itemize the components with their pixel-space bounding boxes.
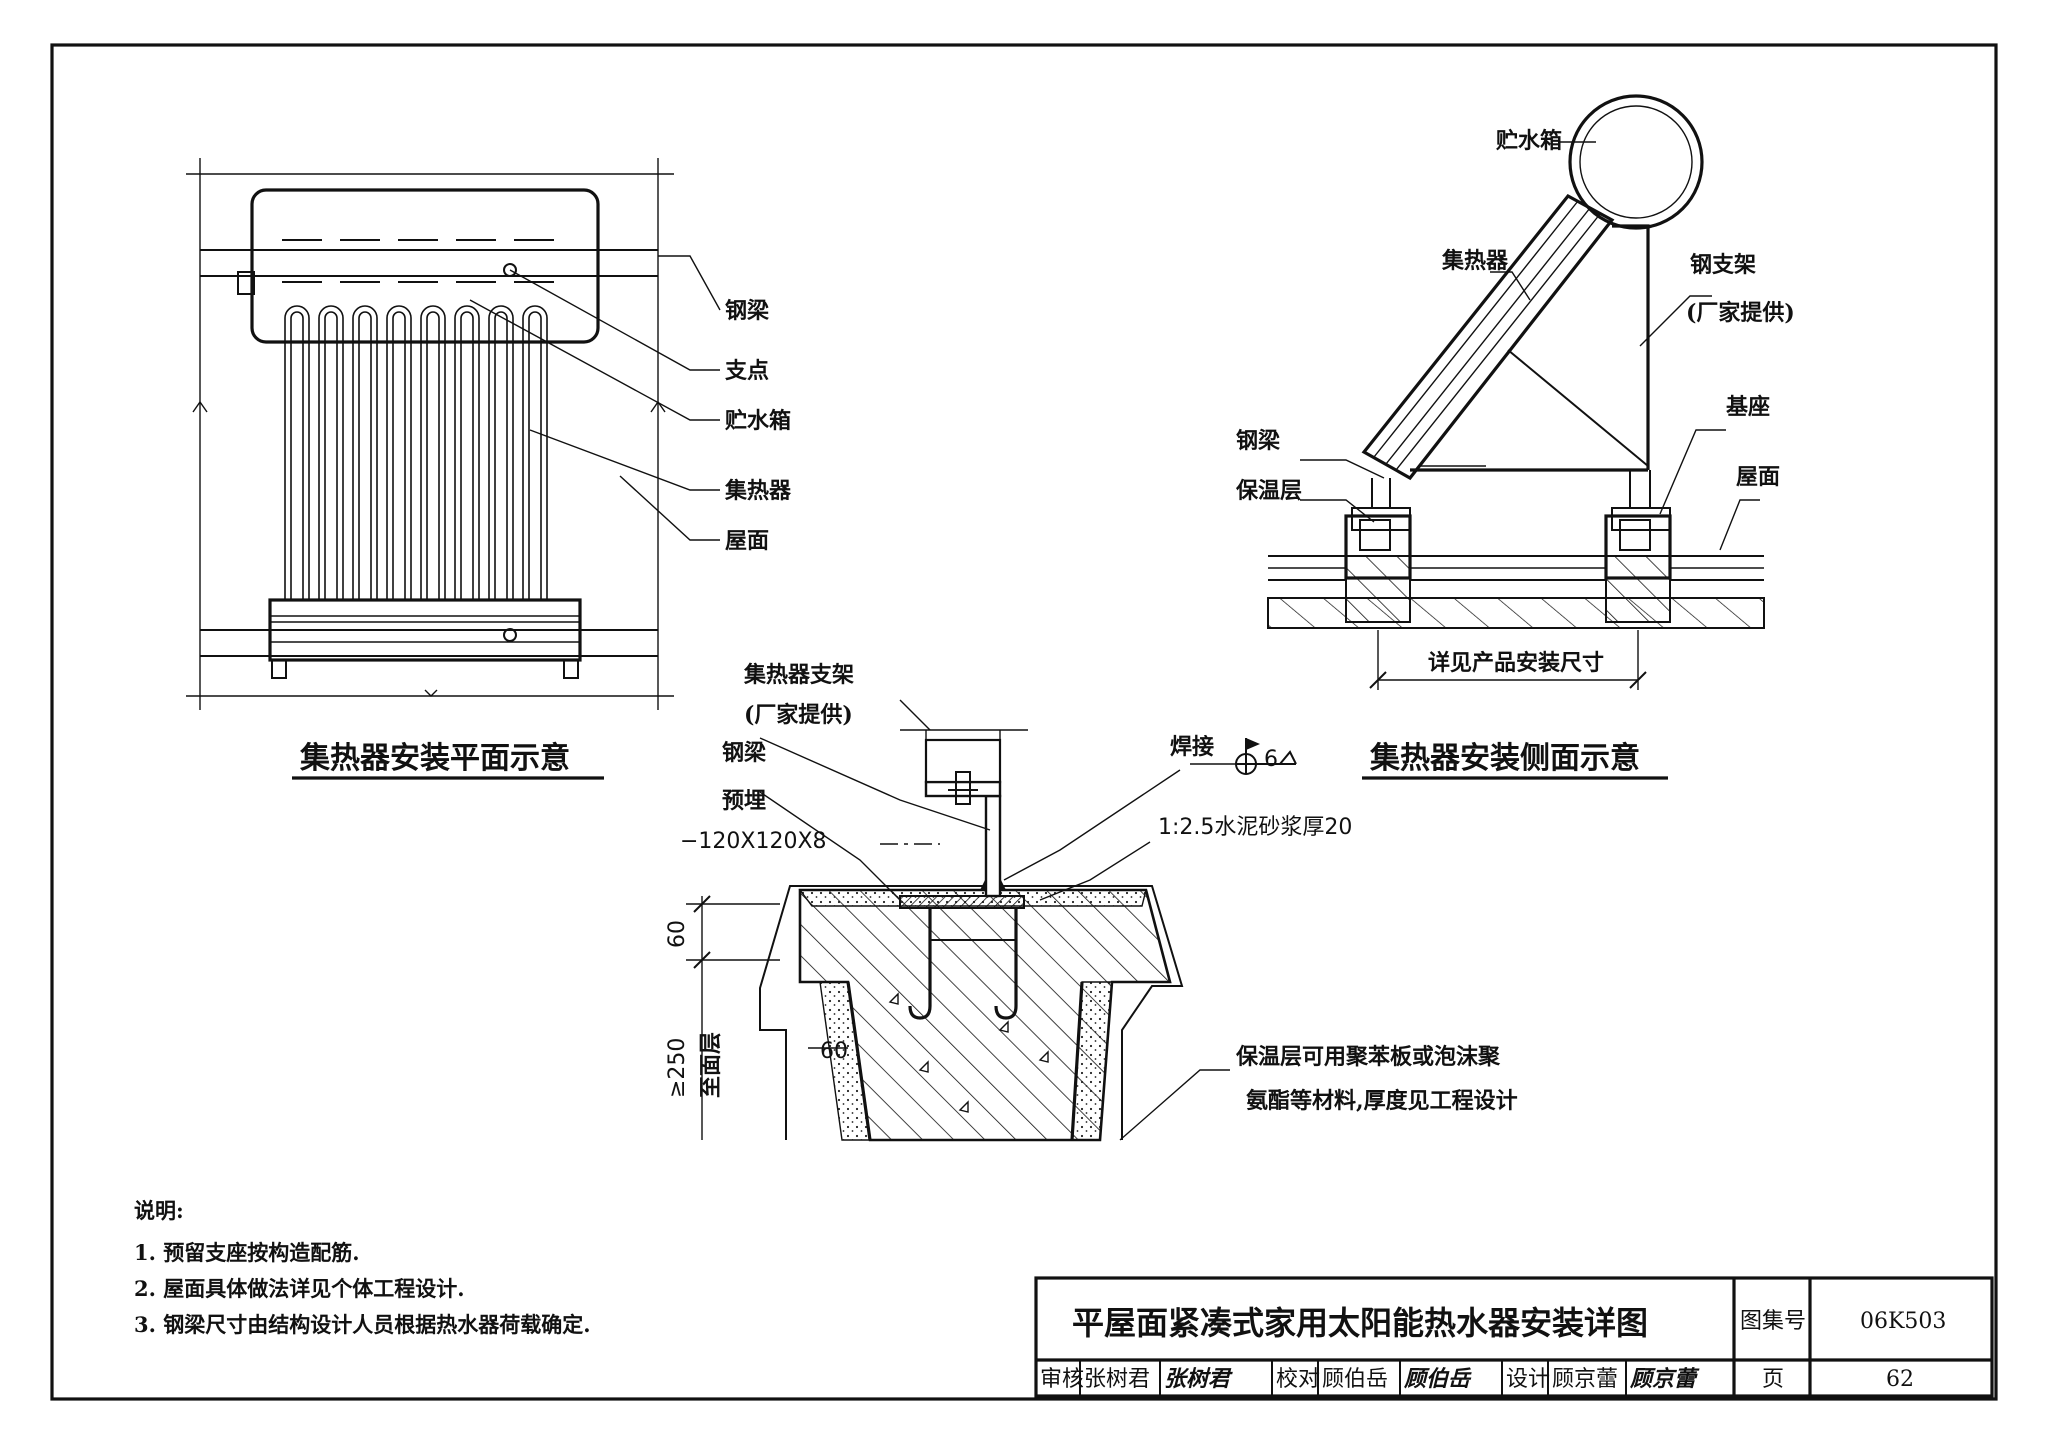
reviewer-signature: 张树君 bbox=[1164, 1366, 1233, 1392]
detail-label-bracket: 集热器支架 bbox=[743, 662, 854, 688]
detail-weld-size: 6 bbox=[1264, 747, 1278, 772]
title-block: 平屋面紧凑式家用太阳能热水器安装详图 图集号 06K503 审核 张树君 张树君… bbox=[1034, 1276, 1994, 1398]
detail-bracket bbox=[924, 738, 1002, 784]
detail-dim-60-side: 60 bbox=[820, 1039, 848, 1064]
side-label-roof: 屋面 bbox=[1736, 464, 1780, 490]
detail-section: 60 ≥250 至面层 60 集热器支架 (厂家提供) 钢梁 预埋 −120X1… bbox=[665, 662, 1518, 1142]
label-water-tank: 贮水箱 bbox=[725, 408, 791, 434]
collector-tube bbox=[522, 305, 548, 600]
checker-name: 顾伯岳 bbox=[1322, 1367, 1388, 1392]
sheet-border bbox=[50, 43, 1998, 1401]
collector-tube bbox=[454, 305, 480, 600]
label-roof: 屋面 bbox=[725, 528, 769, 554]
collector-tube bbox=[488, 305, 514, 600]
side-roof-slab bbox=[1267, 597, 1765, 629]
label-support-point: 支点 bbox=[725, 358, 769, 384]
side-label-steel-frame: 钢支架 bbox=[1690, 252, 1756, 278]
detail-label-beam: 钢梁 bbox=[722, 740, 766, 766]
detail-insulation-note-1: 保温层可用聚苯板或泡沫聚 bbox=[1235, 1044, 1501, 1070]
notes-item-2: 2. 屋面具体做法详见个体工程设计. bbox=[134, 1276, 465, 1301]
detail-embedded-plate bbox=[899, 895, 1025, 909]
detail-label-plate-size: −120X120X8 bbox=[680, 829, 827, 854]
designer-name: 顾京蕾 bbox=[1552, 1367, 1618, 1392]
detail-steel-beam bbox=[984, 794, 1002, 898]
notes-item-3: 3. 钢梁尺寸由结构设计人员根据热水器荷载确定. bbox=[134, 1312, 591, 1337]
side-tank bbox=[1568, 94, 1704, 230]
detail-insulation-note-2: 氨酯等材料,厚度见工程设计 bbox=[1246, 1088, 1518, 1114]
detail-label-mortar: 1:2.5水泥砂浆厚20 bbox=[1158, 815, 1352, 840]
collector-tube bbox=[284, 305, 310, 600]
checker-signature: 顾伯岳 bbox=[1403, 1366, 1472, 1392]
notes-heading: 说明: bbox=[134, 1198, 184, 1223]
design-label: 设计 bbox=[1506, 1367, 1550, 1392]
notes-item-1: 1. 预留支座按构造配筋. bbox=[134, 1240, 360, 1265]
side-view: 详见产品安装尺寸 贮水箱 集热器 钢支架 (厂家提供) 钢梁 保温层 基座 屋面… bbox=[1235, 94, 1795, 780]
side-label-insulation: 保温层 bbox=[1235, 478, 1302, 504]
plan-tank bbox=[250, 188, 600, 344]
side-collector-panel bbox=[1361, 193, 1615, 481]
notes: 说明: 1. 预留支座按构造配筋. 2. 屋面具体做法详见个体工程设计. 3. … bbox=[134, 1198, 591, 1337]
detail-dim-250-note: 至面层 bbox=[698, 1032, 724, 1098]
collector-tube bbox=[352, 305, 378, 600]
detail-label-weld: 焊接 bbox=[1170, 734, 1214, 760]
label-steel-beam: 钢梁 bbox=[725, 298, 769, 324]
collector-tube bbox=[386, 305, 412, 600]
side-caption: 集热器安装侧面示意 bbox=[1369, 741, 1640, 776]
collector-tube bbox=[318, 305, 344, 600]
side-label-collector: 集热器 bbox=[1441, 248, 1509, 274]
designer-signature: 顾京蕾 bbox=[1629, 1366, 1700, 1392]
page-label: 页 bbox=[1762, 1367, 1784, 1392]
check-label: 校对 bbox=[1276, 1367, 1320, 1392]
side-label-tank: 贮水箱 bbox=[1496, 128, 1562, 154]
page-number: 62 bbox=[1886, 1367, 1914, 1392]
atlas-label: 图集号 bbox=[1740, 1309, 1806, 1334]
atlas-number: 06K503 bbox=[1860, 1309, 1946, 1334]
detail-label-bracket-note: (厂家提供) bbox=[744, 702, 853, 728]
label-collector: 集热器 bbox=[724, 478, 792, 504]
side-label-beam: 钢梁 bbox=[1236, 428, 1280, 454]
drawing-title: 平屋面紧凑式家用太阳能热水器安装详图 bbox=[1072, 1304, 1648, 1342]
collector-tube bbox=[420, 305, 446, 600]
reviewer-name: 张树君 bbox=[1084, 1367, 1150, 1392]
side-dimension-note: 详见产品安装尺寸 bbox=[1428, 650, 1604, 676]
plan-caption: 集热器安装平面示意 bbox=[299, 741, 570, 776]
detail-label-embedded: 预埋 bbox=[722, 788, 766, 814]
side-label-steel-frame-note: (厂家提供) bbox=[1686, 300, 1795, 326]
review-label: 审核 bbox=[1040, 1367, 1084, 1392]
detail-dim-250: ≥250 bbox=[665, 1038, 690, 1098]
side-steel-frame bbox=[1612, 224, 1650, 470]
plan-support-point bbox=[503, 263, 517, 277]
plan-bottom-frame bbox=[268, 598, 582, 662]
plan-view: 钢梁 支点 贮水箱 集热器 屋面 集热器安装平面示意 bbox=[186, 158, 792, 780]
plan-tank-fitting bbox=[237, 271, 255, 295]
plan-collector-tubes bbox=[284, 305, 548, 600]
side-label-base: 基座 bbox=[1726, 394, 1770, 420]
detail-dim-60-top: 60 bbox=[665, 920, 690, 948]
